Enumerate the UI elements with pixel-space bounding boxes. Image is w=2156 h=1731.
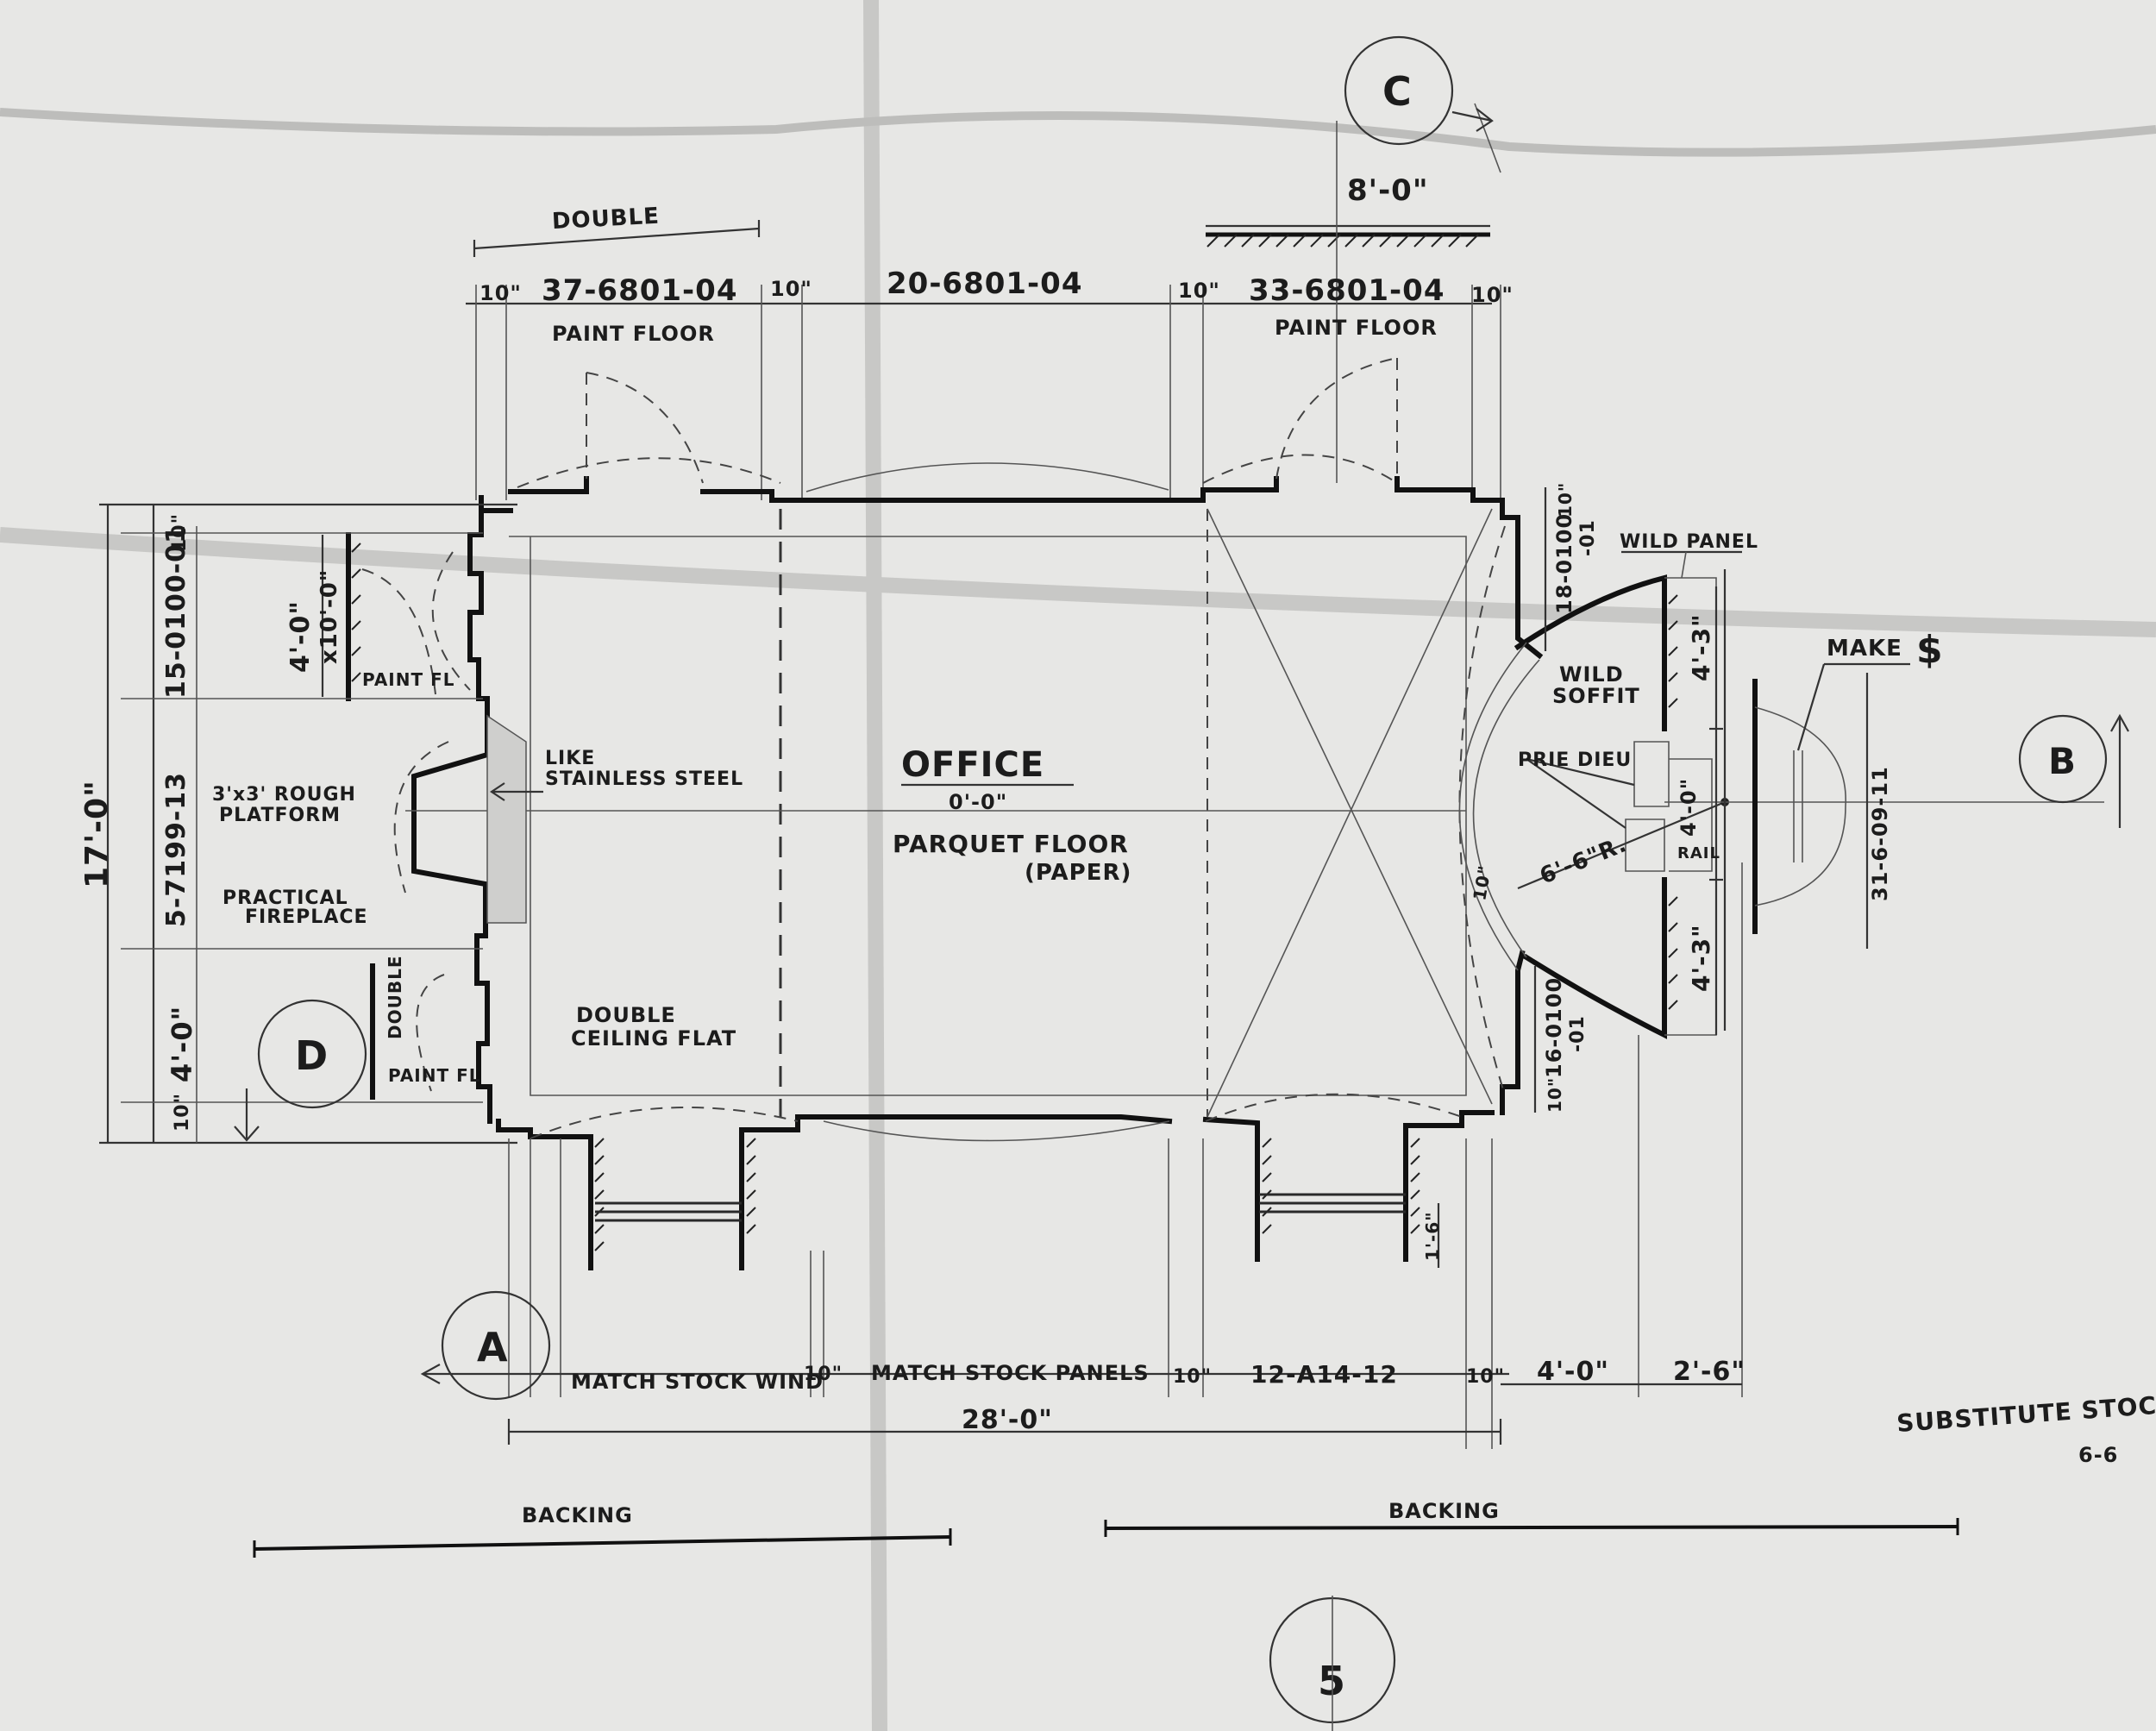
paper-tear xyxy=(0,108,2156,157)
gap-label-4: 10" xyxy=(1471,283,1514,307)
seg-bot-right-1: 16-0100 xyxy=(1542,977,1566,1078)
panel-label-2: 20-6801-04 xyxy=(887,267,1082,301)
rail-label: RAIL xyxy=(1677,844,1720,862)
right-dimensions xyxy=(1533,487,1869,1113)
one-six-label: 1'-6" xyxy=(1422,1211,1443,1261)
bottom-gap-1: 10" xyxy=(804,1364,843,1385)
wild-panel-label: WILD PANEL xyxy=(1620,531,1758,553)
platform-line-2: PLATFORM xyxy=(219,805,341,826)
wild-line-2: SOFFIT xyxy=(1552,684,1640,708)
marker-c-letter: C xyxy=(1382,68,1413,115)
make-label: MAKE xyxy=(1827,636,1902,662)
seg-top-left: 15-0100-01 xyxy=(161,524,191,699)
match-panels-label: MATCH STOCK PANELS xyxy=(871,1361,1150,1385)
marker-b-circle xyxy=(2018,714,2108,804)
room-level: 0'-0" xyxy=(949,790,1007,814)
gap-label-3: 10" xyxy=(1178,279,1220,303)
ceiling-line-2: CEILING FLAT xyxy=(571,1026,736,1051)
fireplace-line-2: FIREPLACE xyxy=(245,906,368,928)
gap-bot-left: 10" xyxy=(172,1093,193,1132)
wild-line-1: WILD xyxy=(1559,662,1624,687)
marker-b-arrow xyxy=(2110,713,2129,828)
double-label: DOUBLE xyxy=(551,204,660,235)
backing-right-label: BACKING xyxy=(1388,1499,1500,1523)
seg-top-right-1: 18-0100 xyxy=(1552,513,1576,614)
ceiling-lines xyxy=(361,357,1493,1142)
sheet-number: 5 xyxy=(1318,1658,1346,1704)
bottom-gap-3: 10" xyxy=(1466,1366,1505,1388)
seg-bot-left: 4'-0" xyxy=(166,1006,198,1082)
panel-label-1: 37-6801-04 xyxy=(542,273,737,308)
room-name: OFFICE xyxy=(901,745,1044,785)
paint-floor-left: PAINT FLOOR xyxy=(552,322,715,346)
fireplace-line-1: PRACTICAL xyxy=(222,887,348,909)
panel-12-label: 12-A14-12 xyxy=(1250,1360,1398,1389)
dim-2-6-label: 2'-6" xyxy=(1673,1357,1745,1387)
match-wind-label: MATCH STOCK WIND xyxy=(571,1370,824,1394)
make-symbol: $ xyxy=(1916,628,1944,672)
substitute-line-2: 6-6 xyxy=(2078,1443,2118,1467)
double-vertical-label: DOUBLE xyxy=(385,956,405,1040)
bottom-gap-2: 10" xyxy=(1173,1366,1212,1388)
make-alcove xyxy=(1752,662,1910,934)
wall-hatching xyxy=(351,543,1420,1251)
gap-bot-right: 10" xyxy=(1545,1077,1565,1113)
prie-dieu-label: PRIE DIEU xyxy=(1518,749,1632,771)
four-three-bot: 4'-3" xyxy=(1687,924,1715,992)
door-size-left: x10'-0" xyxy=(317,569,342,664)
paint-floor-right: PAINT FLOOR xyxy=(1275,316,1438,340)
door-height-left: 4'-0" xyxy=(285,600,316,673)
paper-fold-horizontal xyxy=(0,527,2156,637)
ceiling-line-1: DOUBLE xyxy=(576,1003,676,1027)
left-dimensions xyxy=(99,503,517,1145)
gap-top-left: 10" xyxy=(169,513,191,552)
marker-b-letter: B xyxy=(2048,740,2077,782)
marker-c-arrow xyxy=(1451,108,1494,132)
bottom-windows xyxy=(595,1193,1406,1222)
four-zero-label: 4'-0" xyxy=(1677,778,1701,837)
paint-fl-bot: PAINT FL xyxy=(388,1065,481,1086)
marker-a-circle xyxy=(441,1290,551,1401)
backing-left-label: BACKING xyxy=(522,1503,633,1527)
room-floor: PARQUET FLOOR xyxy=(893,830,1129,858)
marker-d-letter: D xyxy=(295,1032,329,1079)
dim-4-0-label: 4'-0" xyxy=(1537,1357,1609,1387)
four-three-top: 4'-3" xyxy=(1687,613,1715,681)
top-dimensions xyxy=(466,103,1501,500)
room-walls xyxy=(346,476,1544,1270)
overall-height: 17'-0" xyxy=(79,780,115,888)
seg-bot-right-2: -01 xyxy=(1567,1015,1589,1052)
platform-line-1: 3'x3' ROUGH xyxy=(212,784,356,806)
marker-d-circle xyxy=(257,999,367,1109)
fireplace-hearth xyxy=(486,714,527,924)
paper-fold-vertical xyxy=(863,0,887,1731)
stainless-arrow xyxy=(490,782,543,801)
seg-top-right-2: -01 xyxy=(1577,519,1599,556)
alcove-dim-label: 31-6-09-11 xyxy=(1868,766,1892,901)
panel-label-3: 33-6801-04 xyxy=(1249,273,1445,308)
room-floor-note: (PAPER) xyxy=(1025,860,1131,886)
overall-width: 28'-0" xyxy=(962,1405,1053,1435)
marker-a-letter: A xyxy=(477,1324,509,1370)
marker-c-circle xyxy=(1344,35,1454,146)
paint-fl-top: PAINT FL xyxy=(362,669,455,690)
like-line-1: LIKE xyxy=(545,748,595,769)
gap-label-1: 10" xyxy=(479,281,522,305)
width-c-label: 8'-0" xyxy=(1347,173,1429,208)
gap-top-right: 10" xyxy=(1555,482,1576,517)
bottom-dimensions xyxy=(253,862,1959,1558)
seg-mid-left: 5-7199-13 xyxy=(161,772,191,927)
like-line-2: STAINLESS STEEL xyxy=(545,768,743,790)
gap-label-2: 10" xyxy=(770,277,812,301)
